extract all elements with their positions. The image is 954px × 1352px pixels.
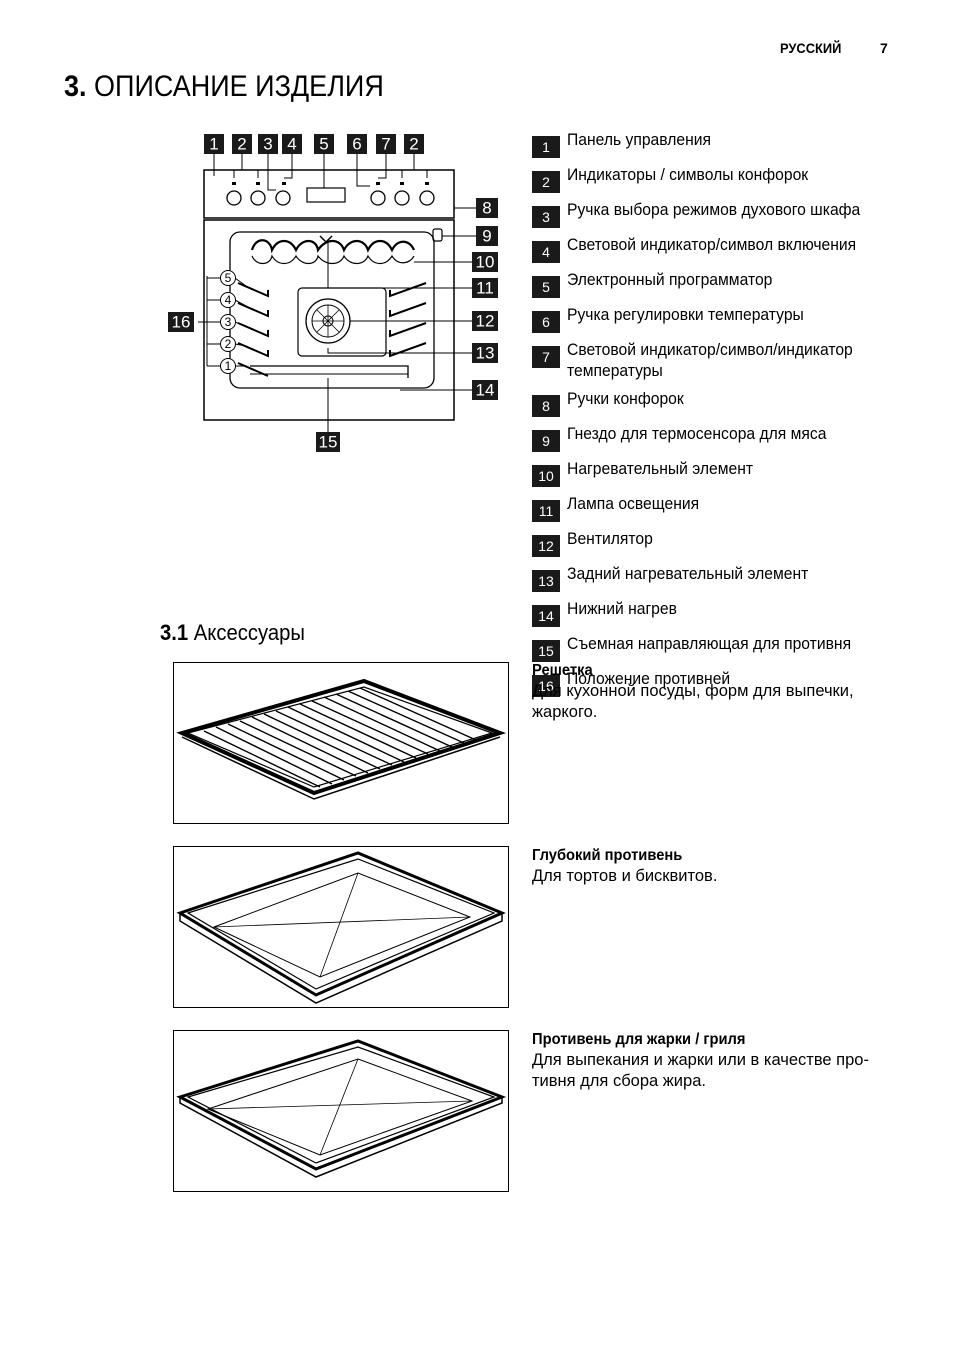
legend-number: 9: [532, 430, 560, 452]
badge-1: 1: [209, 135, 218, 154]
badge-3: 3: [263, 135, 272, 154]
legend-item: 5 Электронный программатор: [532, 270, 912, 298]
badge-9: 9: [482, 227, 491, 246]
accessory-grill-tray: Противень для жарки / гриля Для выпекани…: [532, 1029, 892, 1092]
wire-shelf-image: [173, 662, 509, 824]
legend-item: 7 Световой индикатор/символ/индикатор тем…: [532, 340, 912, 382]
legend-number: 3: [532, 206, 560, 228]
badge-11: 11: [476, 279, 494, 298]
deep-tray-image: [173, 846, 509, 1008]
legend-item: 16 Положение противней: [532, 669, 912, 697]
badge-16: 16: [172, 313, 191, 332]
legend-text: Ручка выбора режимов духового шкафа: [567, 201, 861, 219]
accessory-description: Для кухонной посуды, форм для выпечки, ж…: [532, 682, 854, 721]
section-title-text: ОПИСАНИЕ ИЗДЕЛИЯ: [94, 70, 384, 103]
legend-number: 4: [532, 241, 560, 263]
accessory-name: Глубокий противень: [532, 847, 683, 864]
header-language: РУССКИЙ: [780, 40, 842, 56]
legend-text: Ручка регулировки температуры: [567, 306, 804, 324]
shelf-3: 3: [225, 315, 232, 329]
legend-number: 14: [532, 605, 560, 627]
subsection-number: 3.1: [160, 620, 189, 645]
legend-item: 3 Ручка выбора режимов духового шкафа: [532, 200, 912, 228]
section-number: 3.: [64, 70, 87, 103]
subsection-title-text: Аксессуары: [193, 620, 305, 645]
legend-text: Индикаторы / символы конфорок: [567, 166, 809, 184]
legend-text: Лампа освещения: [567, 495, 700, 513]
legend-text: Электронный программатор: [567, 271, 773, 289]
subsection-title: 3.1 Аксессуары: [160, 620, 305, 646]
legend-text: Съемная направляющая для противня: [567, 635, 852, 653]
legend-item: 6 Ручка регулировки температуры: [532, 305, 912, 333]
legend-text: Нижний нагрев: [567, 600, 677, 618]
page-number: 7: [880, 40, 888, 56]
legend-number: 10: [532, 465, 560, 487]
accessory-description: Для выпекания и жарки или в качестве про…: [532, 1051, 869, 1090]
accessory-name: Противень для жарки / гриля: [532, 1031, 746, 1048]
accessory-deep-tray: Глубокий противень Для тортов и бисквито…: [532, 845, 892, 887]
shelf-4: 4: [225, 293, 232, 307]
legend-item: 13 Задний нагревательный элемент: [532, 564, 912, 592]
legend-text: Вентилятор: [567, 530, 653, 548]
legend-item: 8 Ручки конфорок: [532, 389, 912, 417]
legend-item: 14 Нижний нагрев: [532, 599, 912, 627]
oven-diagram: 1 2 3 4 5 6 7 2 8 9 10 11 12 13 14 16 15…: [160, 128, 510, 458]
legend-text: Гнездо для термосенсора для мяса: [567, 425, 827, 443]
legend-number: 6: [532, 311, 560, 333]
shelf-positions: 5 4 3 2 1: [220, 270, 236, 374]
badge-12: 12: [476, 312, 495, 331]
badge-10: 10: [476, 253, 495, 272]
legend-item: 15 Съемная направляющая для противня: [532, 634, 912, 662]
legend-item: 11 Лампа освещения: [532, 494, 912, 522]
legend-text: Положение противней: [567, 670, 731, 688]
legend-item: 12 Вентилятор: [532, 529, 912, 557]
legend-number: 7: [532, 346, 560, 368]
badge-5: 5: [319, 135, 328, 154]
legend-item: 1 Панель управления: [532, 130, 912, 158]
legend-text: Задний нагревательный элемент: [567, 565, 809, 583]
badge-15: 15: [319, 433, 338, 452]
badge-4: 4: [287, 135, 296, 154]
legend-number: 5: [532, 276, 560, 298]
badge-14: 14: [476, 381, 495, 400]
legend-text: Световой индикатор/символ включения: [567, 236, 857, 254]
shelf-1: 1: [225, 359, 232, 373]
badge-7: 7: [381, 135, 390, 154]
accessory-description: Для тортов и бисквитов.: [532, 867, 718, 885]
legend-text: Нагревательный элемент: [567, 460, 754, 478]
legend-list: 1 Панель управления 2 Индикаторы / символы…: [532, 130, 912, 704]
shelf-5: 5: [225, 271, 232, 285]
legend-number: 2: [532, 171, 560, 193]
accessory-wire-shelf: Решетка Для кухонной посуды, форм для вы…: [532, 660, 892, 723]
legend-text: Световой индикатор/символ/индикатор темп…: [567, 341, 853, 380]
badge-13: 13: [476, 344, 495, 363]
grill-tray-image: [173, 1030, 509, 1192]
legend-number: 1: [532, 136, 560, 158]
legend-number: 11: [532, 500, 560, 522]
badge-2b: 2: [409, 135, 418, 154]
legend-number: 12: [532, 535, 560, 557]
shelf-2: 2: [225, 337, 232, 351]
legend-text: Ручки конфорок: [567, 390, 684, 408]
accessory-name: Решетка: [532, 662, 593, 679]
legend-item: 10 Нагревательный элемент: [532, 459, 912, 487]
legend-number: 15: [532, 640, 560, 662]
legend-item: 4 Световой индикатор/символ включения: [532, 235, 912, 263]
legend-number: 16: [532, 675, 560, 697]
section-title: 3. ОПИСАНИЕ ИЗДЕЛИЯ: [64, 70, 384, 104]
badge-2: 2: [237, 135, 246, 154]
right-badges: 8 9 10 11 12 13 14: [472, 198, 498, 400]
legend-text: Панель управления: [567, 131, 711, 149]
badge-8: 8: [482, 199, 491, 218]
badge-6: 6: [352, 135, 361, 154]
legend-item: 9 Гнездо для термосенсора для мяса: [532, 424, 912, 452]
legend-item: 2 Индикаторы / символы конфорок: [532, 165, 912, 193]
top-badges: 1 2 3 4 5 6 7 2: [204, 134, 424, 154]
legend-number: 8: [532, 395, 560, 417]
legend-number: 13: [532, 570, 560, 592]
